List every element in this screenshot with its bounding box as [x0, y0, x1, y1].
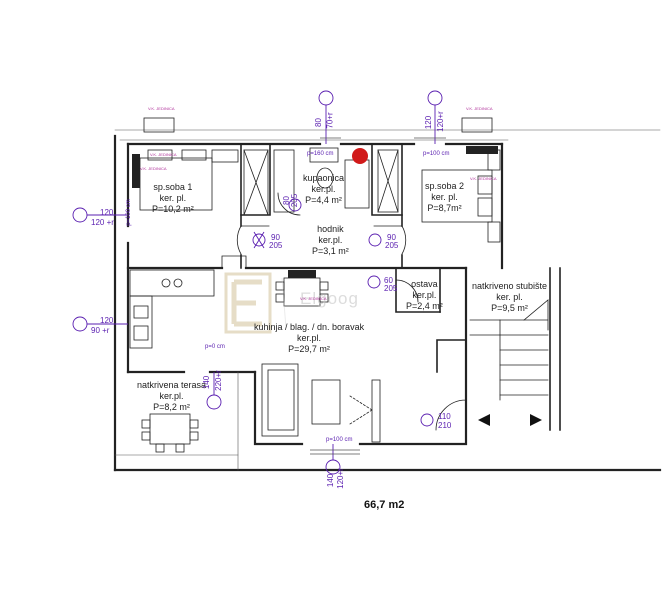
p-bottom: p=100 cm: [326, 437, 353, 443]
dim-top-bath-2: 70+r: [325, 112, 335, 129]
dim-door-entry-1: 110: [438, 412, 451, 421]
radiators: [132, 146, 498, 278]
total-area: 66,7 m2: [364, 499, 405, 511]
p-bath-top: p=160 cm: [307, 151, 334, 157]
kitchen-furniture: [129, 255, 381, 443]
dim-bottom-1: 140: [326, 473, 336, 488]
ac-tag-bed1-side: V.K. JEDINICA: [140, 166, 167, 171]
dim-door-storage-2: 205: [384, 284, 398, 293]
dim-left-bed1-1: 120: [100, 208, 114, 217]
ac-tag-kitchen: V.K. JEDINICA: [300, 296, 327, 301]
dim-door-bath-2: 205: [290, 193, 300, 208]
dim-top-bath-1: 80: [313, 118, 323, 127]
dim-door-bed2-2: 205: [385, 241, 399, 250]
door-swings: [236, 192, 467, 431]
dim-left-kitchen-2: 90 +r: [91, 326, 110, 335]
dim-door-bed1-2: 205: [269, 241, 283, 250]
dim-door-bed2-1: 90: [387, 233, 396, 242]
watermark-text: Elgoog: [300, 289, 359, 308]
p-bed2-top: p=100 cm: [423, 151, 450, 157]
ac-outdoor-units: [143, 117, 493, 133]
dim-terrace-2: 220+r: [213, 370, 223, 391]
interior-walls: [240, 143, 561, 431]
dim-bottom-2: 120+r: [335, 468, 345, 489]
dim-door-bed1-1: 90: [271, 233, 280, 242]
arrows: [478, 414, 542, 426]
dim-left-bed1-2: 120 +r: [91, 218, 114, 227]
ac-tag-left: V.K. JEDINICA: [148, 106, 175, 111]
ac-tag-bed2: V.K. JEDINICA: [470, 176, 497, 181]
staircase: [469, 299, 549, 401]
ac-tag-bed1: V.K. JEDINICA: [150, 152, 177, 157]
ac-tag-right: V.K. JEDINICA: [466, 106, 493, 111]
dim-door-storage-1: 60: [384, 276, 393, 285]
window-marks: [310, 137, 446, 455]
dim-terrace-1: 140: [202, 375, 212, 390]
exterior-walls: [113, 134, 662, 472]
dim-left-kitchen-1: 120: [100, 316, 114, 325]
dim-top-bed2-1: 120: [424, 115, 434, 130]
p-terrace: p=0 cm: [205, 344, 225, 350]
dim-top-bed2-2: 120+r: [435, 111, 445, 132]
dimension-markers: [72, 90, 443, 475]
dim-door-entry-2: 210: [438, 421, 452, 430]
bathroom-fixtures: [273, 147, 370, 213]
water-heater-icon: [352, 148, 368, 164]
p-bed1-left: p=100 cm: [125, 199, 132, 226]
terrace-furniture: [141, 413, 199, 453]
